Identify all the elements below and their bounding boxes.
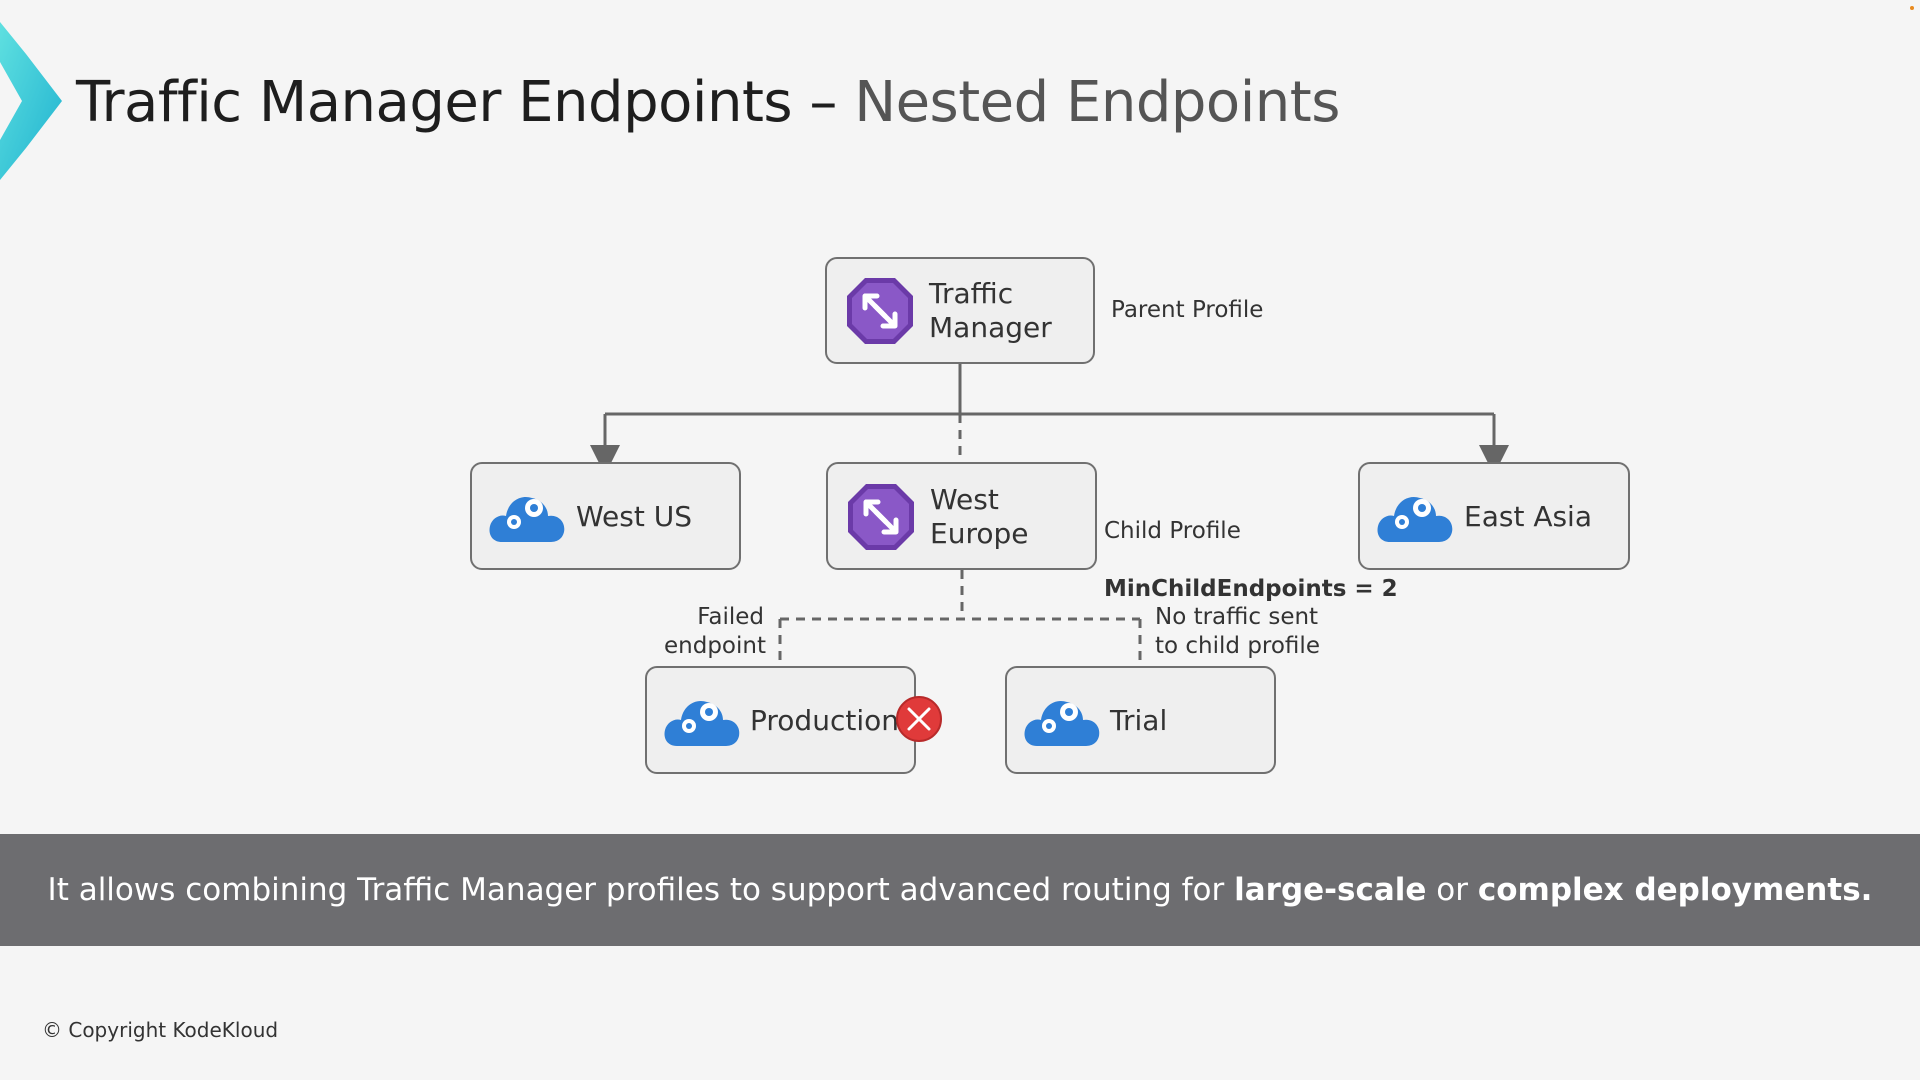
cloud-service-icon <box>1377 496 1453 542</box>
note-failed-endpoint: Failed endpoint <box>664 604 766 659</box>
summary-banner: It allows combining Traffic Manager prof… <box>0 834 1920 946</box>
child-profile-label: Child Profile <box>1104 518 1241 544</box>
brand-chevron-icon <box>0 22 62 180</box>
note-no-traffic: No traffic sent to child profile <box>1155 604 1320 659</box>
node-label: West US <box>576 500 693 533</box>
node-label: Trial <box>1110 704 1168 737</box>
node-label: West Europe <box>930 483 1029 550</box>
node-label: Traffic Manager <box>929 277 1052 344</box>
node-west-europe: West Europe <box>826 462 1097 570</box>
node-trial: Trial <box>1005 666 1276 774</box>
note-parent-profile: Parent Profile <box>1111 297 1264 323</box>
title-sub: Nested Endpoints <box>854 70 1340 135</box>
note-child-profile: Child Profile MinChildEndpoints = 2 <box>1104 488 1398 604</box>
node-west-us: West US <box>470 462 741 570</box>
traffic-manager-icon <box>848 484 914 550</box>
node-label: Production <box>750 704 899 737</box>
copyright: © Copyright KodeKloud <box>42 1018 279 1042</box>
node-traffic-manager: Traffic Manager <box>825 257 1095 364</box>
banner-text-a: It allows combining Traffic Manager prof… <box>47 872 1235 908</box>
cloud-service-icon <box>1024 700 1100 746</box>
node-label: East Asia <box>1464 500 1592 533</box>
cloud-service-icon <box>664 700 740 746</box>
node-production: Production <box>645 666 916 774</box>
error-x-icon <box>896 696 942 742</box>
node-east-asia: East Asia <box>1358 462 1630 570</box>
corner-dot <box>1910 6 1914 10</box>
banner-text: It allows combining Traffic Manager prof… <box>48 872 1873 908</box>
traffic-manager-icon <box>847 278 913 344</box>
slide-title: Traffic Manager Endpoints – Nested Endpo… <box>76 70 1340 135</box>
banner-bold-b: complex deployments. <box>1477 872 1873 908</box>
banner-text-b: or <box>1426 872 1478 908</box>
title-main: Traffic Manager Endpoints – <box>76 70 855 135</box>
banner-bold-a: large-scale <box>1234 872 1427 908</box>
min-child-endpoints-label: MinChildEndpoints = 2 <box>1104 576 1398 602</box>
cloud-service-icon <box>489 496 565 542</box>
